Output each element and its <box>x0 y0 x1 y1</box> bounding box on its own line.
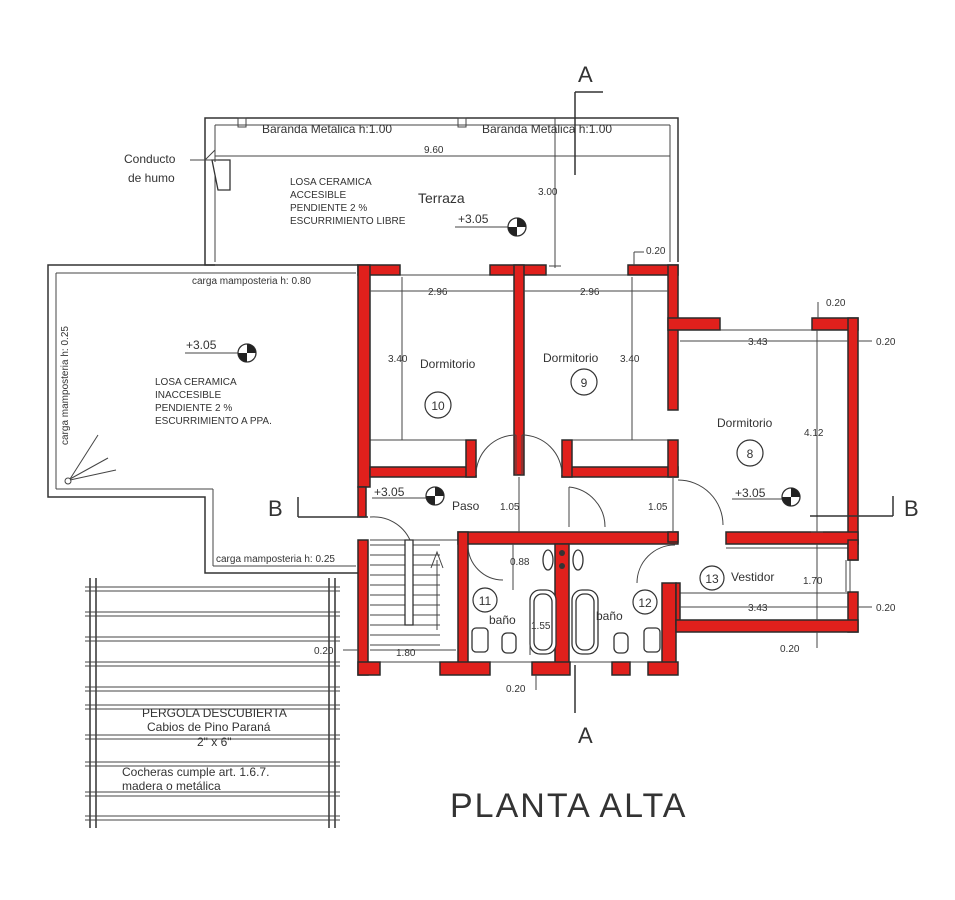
room-9-name: Dormitorio <box>543 351 599 365</box>
losa-outline <box>47 264 358 574</box>
room-10-circle <box>424 391 452 419</box>
room-9-number: 9 <box>581 376 588 390</box>
terrace-width-text: 9.60 <box>424 145 444 156</box>
losa-note-1: LOSA CERAMICA <box>155 377 237 388</box>
room-12-name: baño <box>596 609 623 623</box>
terraza-note-2: ACCESIBLE <box>290 190 346 201</box>
staircase <box>370 539 444 646</box>
dim-vestidor-depth: 1.70 <box>803 576 823 587</box>
losa-note-4: ESCURRIMIENTO A PPA. <box>155 416 272 427</box>
terraza-note-3: PENDIENTE 2 % <box>290 203 367 214</box>
room-8-number: 8 <box>747 447 754 461</box>
pergola-line-3: 2" x 6" <box>197 735 232 749</box>
terrace-depth-dimension <box>549 118 561 268</box>
dim-d10-width: 2.96 <box>428 287 448 298</box>
room-11-name: baño <box>489 613 516 627</box>
cocheras-line-2: madera o metálica <box>122 779 221 793</box>
railing-label-left: Baranda Metalica h:1.00 <box>262 122 392 136</box>
level-mark-losa <box>185 343 257 363</box>
dim-bath-155: 1.55 <box>531 621 551 632</box>
dim-vestidor-width: 3.43 <box>748 603 768 614</box>
dim-bath-088: 0.88 <box>510 557 530 568</box>
level-text-losa: +3.05 <box>186 338 217 352</box>
conducto-line-2: de humo <box>128 171 175 185</box>
dim-d8-width: 3.43 <box>748 337 768 348</box>
section-a-bottom-text: A <box>578 723 593 748</box>
room-8-circle <box>736 439 764 467</box>
room-10-name: Dormitorio <box>420 357 476 371</box>
section-mark-b-right <box>810 496 894 517</box>
room-13-number: 13 <box>705 572 719 586</box>
losa-note-2: INACCESIBLE <box>155 390 221 401</box>
dim-wall-top: 0.20 <box>646 246 666 257</box>
dim-stair-width: 1.80 <box>396 648 416 659</box>
dim-d8-wall-right: 0.20 <box>876 337 896 348</box>
room-11-number: 11 <box>479 594 492 608</box>
terrace-depth-text: 3.00 <box>538 187 558 198</box>
cocheras-line-1: Cocheras cumple art. 1.6.7. <box>122 765 269 779</box>
section-a-top-text: A <box>578 62 593 87</box>
dim-vestidor-wall-bottom: 0.20 <box>780 644 800 655</box>
room-9-circle <box>570 368 598 396</box>
dim-d8-depth: 4.12 <box>804 428 824 439</box>
room-13-name: Vestidor <box>731 570 774 584</box>
section-mark-a-top <box>574 91 603 175</box>
dim-paso-left: 1.05 <box>500 502 520 513</box>
section-mark-b-left <box>297 497 368 518</box>
dim-bottom-wall: 0.20 <box>506 684 526 695</box>
room-11-circle <box>472 587 498 613</box>
room-12-circle <box>632 589 658 615</box>
level-mark-paso <box>372 486 445 506</box>
terraza-label: Terraza <box>418 190 465 206</box>
losa-note-3: PENDIENTE 2 % <box>155 403 232 414</box>
section-b-right-text: B <box>904 496 919 521</box>
carga-bottom: carga mamposteria h: 0.25 <box>216 554 335 565</box>
doors <box>369 434 724 584</box>
plan-title: PLANTA ALTA <box>450 787 687 825</box>
dimension-lines <box>343 251 872 690</box>
terraza-note-4: ESCURRIMIENTO LIBRE <box>290 216 406 227</box>
level-text-paso: +3.05 <box>374 485 405 499</box>
room-8-name: Dormitorio <box>717 416 773 430</box>
level-text-terraza: +3.05 <box>458 212 489 226</box>
conducto-line-1: Conducto <box>124 152 176 166</box>
dim-vestidor-wall-right: 0.20 <box>876 603 896 614</box>
pergola-line-1: PERGOLA DESCUBIERTA <box>142 706 287 720</box>
terraza-note-1: LOSA CERAMICA <box>290 177 372 188</box>
room-10-number: 10 <box>431 399 445 413</box>
pergola-line-2: Cabios de Pino Paraná <box>147 720 271 734</box>
dim-d10-depth: 3.40 <box>388 354 408 365</box>
railing-label-right: Baranda Metalica h:1.00 <box>482 122 612 136</box>
level-text-d8: +3.05 <box>735 486 766 500</box>
dim-d8-wall-top: 0.20 <box>826 298 846 309</box>
room-13-circle <box>699 565 725 591</box>
section-b-left-text: B <box>268 496 283 521</box>
level-mark-terraza <box>455 217 527 237</box>
level-mark-d8 <box>732 487 801 507</box>
dim-stair-wall: 0.20 <box>314 646 334 657</box>
dim-paso-right: 1.05 <box>648 502 668 513</box>
carga-side: carga mamposteria h: 0.25 <box>60 326 71 445</box>
room-12-number: 12 <box>638 596 652 610</box>
paso-label: Paso <box>452 499 480 513</box>
dim-d9-depth: 3.40 <box>620 354 640 365</box>
carga-top: carga mamposteria h: 0.80 <box>192 276 311 287</box>
pergola <box>85 578 340 828</box>
walls <box>357 264 859 676</box>
dim-d9-width: 2.96 <box>580 287 600 298</box>
bath-fixtures <box>471 549 661 655</box>
